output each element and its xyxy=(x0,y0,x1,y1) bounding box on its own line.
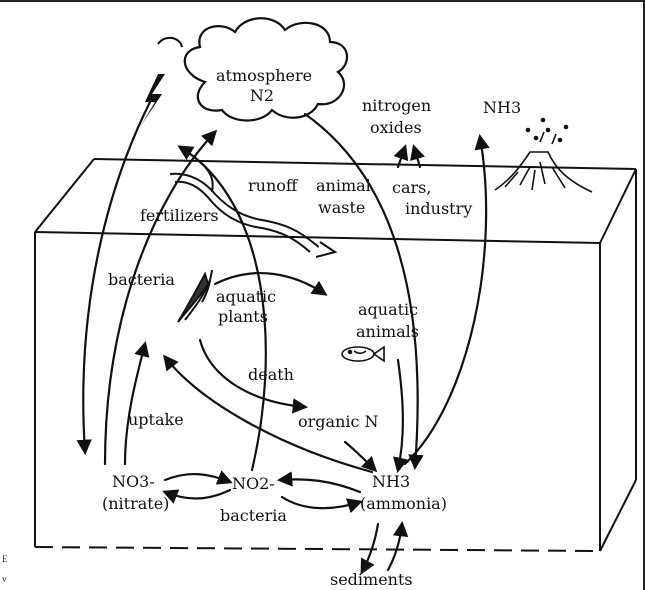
label-atmosphere: atmosphere xyxy=(216,66,313,85)
label-n2: N2 xyxy=(249,86,275,105)
label-waste: waste xyxy=(318,198,366,217)
label-bacteria-bottom: bacteria xyxy=(220,506,287,525)
arrow-to-nitrogen-oxides-2 xyxy=(410,144,425,169)
label-organic-n: organic N xyxy=(298,412,379,431)
label-oxides: oxides xyxy=(370,118,422,137)
label-aquatic-animals-1: aquatic xyxy=(358,300,419,319)
arrow-sediments-to-ammonia xyxy=(386,520,409,572)
label-sediments: sediments xyxy=(330,570,413,589)
aquatic-plant-icon xyxy=(177,269,213,323)
volcano-icon xyxy=(494,117,593,193)
label-animal: animal xyxy=(316,176,371,195)
label-nitrogen: nitrogen xyxy=(362,96,432,115)
arrow-organic-to-ammonia xyxy=(343,440,378,473)
arrow-ammonia-to-nitrite xyxy=(276,471,362,494)
arrow-n2-to-nitrate xyxy=(76,100,152,456)
label-nh3-top: NH3 xyxy=(483,98,522,117)
arrow-nitrite-to-nitrate xyxy=(162,488,232,504)
water-box xyxy=(34,158,637,552)
label-no2: NO2- xyxy=(232,474,275,493)
label-aquatic-plants-1: aquatic xyxy=(216,287,277,306)
label-nitrate: (nitrate) xyxy=(102,494,170,513)
arrow-uptake xyxy=(123,341,150,466)
arrow-nitrate-to-nitrite xyxy=(163,470,233,485)
arrow-ammonia-to-nh3 xyxy=(403,133,490,466)
label-runoff: runoff xyxy=(248,176,298,195)
arrow-nitrate-to-n2 xyxy=(103,129,218,466)
arrow-nitrite-to-ammonia xyxy=(280,495,363,514)
label-cars: cars, xyxy=(392,178,432,197)
arrow-ammonia-to-sediments xyxy=(360,522,380,575)
label-fertilizers: fertilizers xyxy=(140,206,219,225)
fish-icon xyxy=(341,345,385,363)
atmosphere-cloud xyxy=(183,17,348,122)
arrow-death xyxy=(198,338,309,414)
lightning-icon xyxy=(140,74,165,127)
runoff-stream xyxy=(169,166,338,258)
arrow-fertilizers-to-atmosphere xyxy=(177,145,267,472)
label-bacteria-left: bacteria xyxy=(108,270,175,289)
label-uptake: uptake xyxy=(128,410,184,429)
arrow-n2-to-ammonia xyxy=(303,112,424,471)
label-ammonia: (ammonia) xyxy=(360,494,447,513)
edge-fragment-2: v xyxy=(2,574,7,584)
arrow-to-nitrogen-oxides-1 xyxy=(393,144,409,169)
label-nh3: NH3 xyxy=(372,472,411,491)
edge-fragment-1: E xyxy=(2,554,8,564)
label-industry: industry xyxy=(405,199,473,218)
label-no3: NO3- xyxy=(112,472,155,491)
label-aquatic-plants-2: plants xyxy=(218,307,268,326)
arrow-ammonia-to-plants xyxy=(163,354,374,474)
label-death: death xyxy=(248,365,294,384)
arrow-plants-to-animals xyxy=(213,272,328,296)
cloud-puff xyxy=(157,36,183,48)
arrow-animals-to-ammonia xyxy=(393,358,409,474)
label-aquatic-animals-2: animals xyxy=(356,322,419,341)
